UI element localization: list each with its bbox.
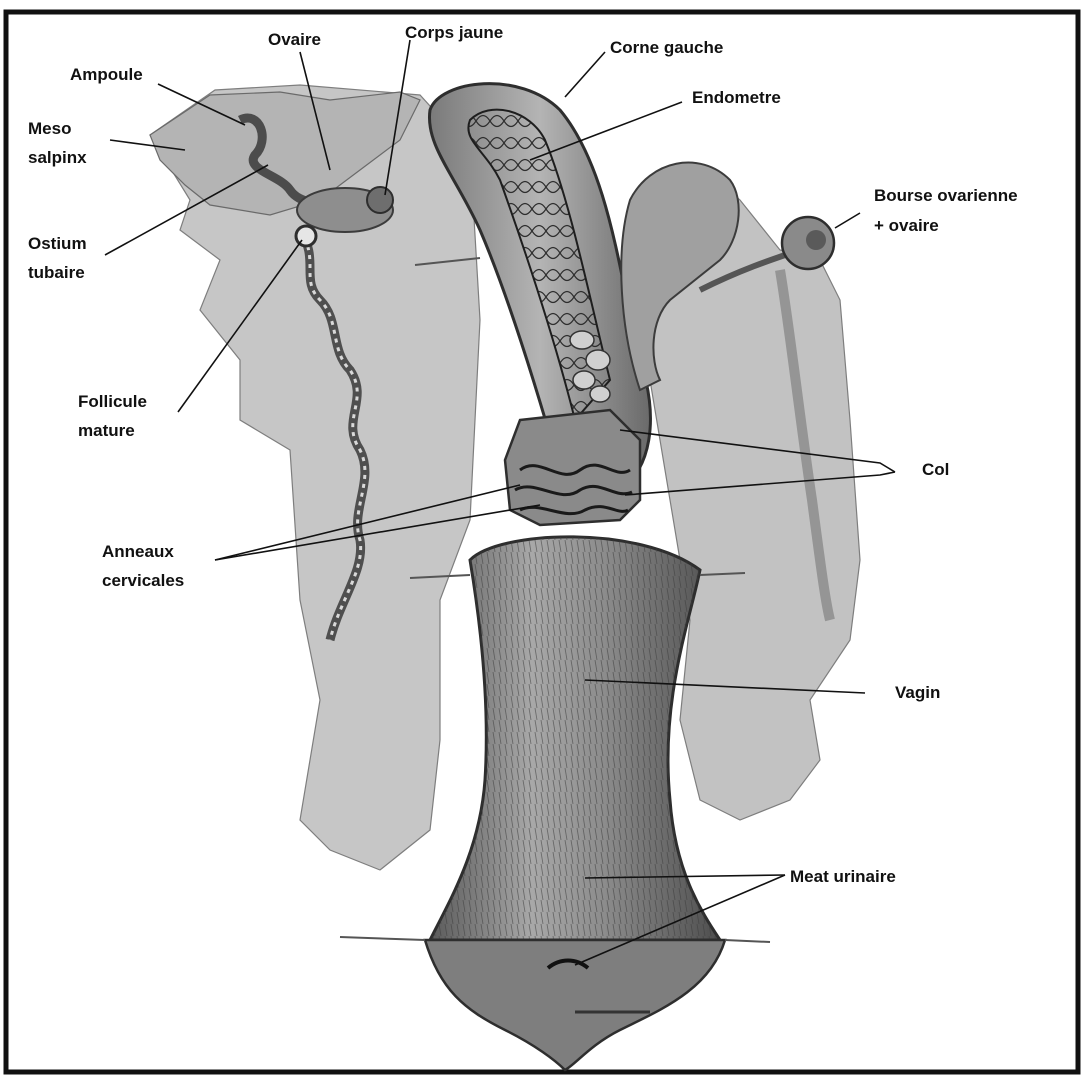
label-plus-ovaire: + ovaire — [874, 216, 939, 235]
label-vagin: Vagin — [895, 683, 940, 702]
label-ostium: Ostium — [28, 234, 87, 253]
label-meso: Meso — [28, 119, 71, 138]
label-anneaux: Anneaux — [102, 542, 174, 561]
label-bourse-ovarienne: Bourse ovarienne — [874, 186, 1018, 205]
label-corne-gauche: Corne gauche — [610, 38, 723, 57]
label-ovaire: Ovaire — [268, 30, 321, 49]
label-cervicales: cervicales — [102, 571, 184, 590]
label-salpinx: salpinx — [28, 148, 87, 167]
label-corps-jaune: Corps jaune — [405, 23, 503, 42]
label-endometre: Endometre — [692, 88, 781, 107]
label-meat-urinaire: Meat urinaire — [790, 867, 896, 886]
label-col: Col — [922, 460, 949, 479]
label-tubaire: tubaire — [28, 263, 85, 282]
label-mature: mature — [78, 421, 135, 440]
corpus-luteum — [367, 187, 393, 213]
ovary-right — [806, 230, 826, 250]
label-follicule: Follicule — [78, 392, 147, 411]
label-ampoule: Ampoule — [70, 65, 143, 84]
